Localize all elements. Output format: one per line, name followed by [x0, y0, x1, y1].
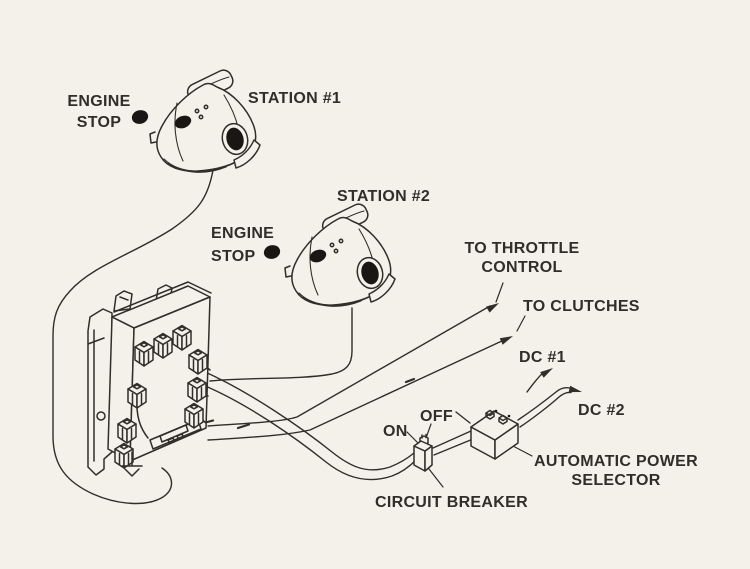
module-connector: [134, 340, 154, 367]
breaker-off-label: OFF: [420, 408, 453, 425]
dc2-label: DC #2: [578, 402, 625, 419]
circuit-breaker-device: [413, 433, 433, 472]
engine-stop-button-2: [263, 245, 281, 259]
throttle-arrowhead: [486, 303, 499, 313]
leader-lines: [406, 282, 533, 488]
module-connector: [117, 417, 137, 444]
engine-stop-label-1-line2: STOP: [77, 114, 122, 131]
module-connector: [184, 402, 204, 429]
aps-to-dc-cable-lower: [519, 391, 572, 428]
breaker-to-aps-cable: [432, 411, 474, 456]
module-connector: [172, 324, 192, 351]
module-mounting-plate: [87, 308, 113, 476]
aps-terminal: [485, 409, 495, 420]
clutch-cable: [207, 339, 505, 441]
station2-harness-cable: [209, 307, 353, 382]
automatic-power-selector-device: [470, 409, 519, 460]
dc1-label: DC #1: [519, 349, 566, 366]
engine-stop-label-2-line2: STOP: [211, 248, 256, 265]
module-connector: [114, 442, 134, 469]
dc2-arrowhead: [568, 385, 582, 393]
arrowheads: [486, 303, 582, 393]
module-connector: [127, 382, 147, 409]
power-cable-upper: [202, 370, 415, 471]
clutches-arrowhead: [499, 336, 513, 345]
stop-buttons: [131, 110, 281, 259]
module-connector: [153, 332, 173, 359]
engine-stop-label-1-line1: ENGINE: [67, 93, 130, 110]
to-throttle-label-line2: CONTROL: [481, 259, 562, 276]
throttle-cable: [207, 305, 491, 427]
to-throttle-label-line1: TO THROTTLE: [465, 240, 580, 257]
station-2-label: STATION #2: [337, 188, 430, 205]
to-clutches-label: TO CLUTCHES: [523, 298, 640, 315]
engine-stop-button-1: [131, 110, 149, 124]
engine-stop-label-2-line1: ENGINE: [211, 225, 274, 242]
labels: ENGINE STOP STATION #1 STATION #2 ENGINE…: [67, 90, 698, 511]
aps-terminal: [498, 414, 508, 425]
dc1-arrowhead: [540, 368, 553, 378]
aps-label-line2: SELECTOR: [571, 472, 660, 489]
breaker-on-label: ON: [383, 423, 408, 440]
module-connector: [188, 348, 208, 375]
control-module: [87, 281, 212, 477]
aps-label-line1: AUTOMATIC POWER: [534, 453, 698, 470]
circuit-breaker-label: CIRCUIT BREAKER: [375, 494, 528, 511]
station1-harness-cable: [52, 169, 214, 505]
ground-symbol: [121, 451, 143, 477]
module-connector: [187, 376, 207, 403]
aps-to-dc-cable-upper: [517, 387, 574, 421]
line-art: [52, 66, 574, 505]
station-1-label: STATION #1: [248, 90, 341, 107]
power-cable-lower: [202, 384, 417, 481]
